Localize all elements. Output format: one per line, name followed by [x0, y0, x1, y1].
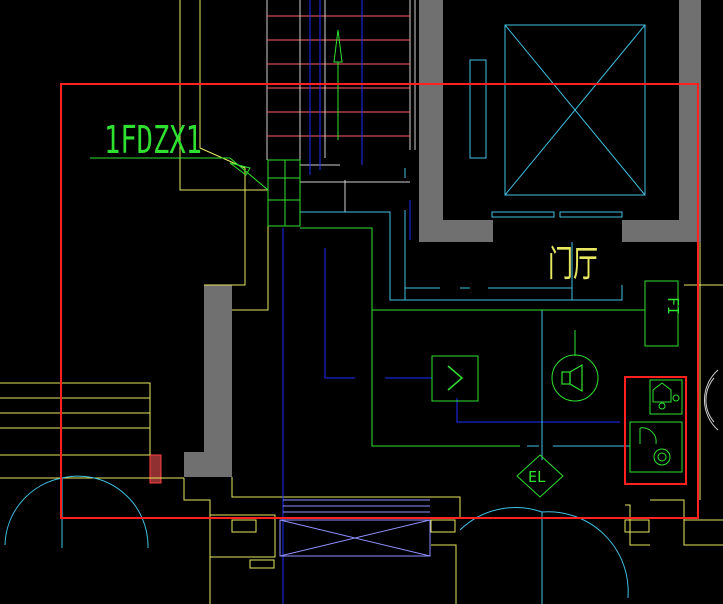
fire-device-box[interactable]: FI [644, 280, 682, 347]
corridor-wall-left [204, 285, 232, 477]
walls [149, 0, 701, 484]
cyan-wiring [300, 168, 630, 460]
push-button-icon [653, 448, 671, 466]
alarm-bell-icon [652, 382, 672, 403]
red-column [149, 454, 162, 484]
corridor-wall-foot [184, 452, 232, 477]
selection-region-main[interactable] [60, 83, 699, 519]
green-wiring [90, 157, 645, 447]
alarm-device-group[interactable] [629, 379, 683, 473]
switch-icon [447, 365, 464, 391]
speaker-icon [561, 371, 571, 385]
lower-elevator-door [279, 499, 431, 557]
elevator-shaft-wall-left [419, 0, 443, 242]
selection-region-devices[interactable] [624, 376, 687, 485]
door-swings [4, 369, 719, 604]
panel-tag-label: 1FDZX1 [104, 118, 202, 162]
hall-label: 门厅 [548, 244, 598, 285]
elevator-symbol-label: EL [528, 468, 546, 486]
elevator-shaft-wall-bottom-right [622, 220, 701, 242]
elevator-symbol[interactable]: EL [516, 454, 564, 498]
elevator-shaft-wall-right [679, 0, 701, 242]
blue-wiring [282, 0, 620, 604]
handset-icon [639, 427, 657, 445]
distribution-panel [267, 159, 301, 227]
elevator-car [469, 24, 646, 218]
switch-symbol[interactable] [431, 355, 479, 402]
speaker-symbol[interactable] [551, 354, 599, 402]
fire-device-label: FI [664, 297, 682, 315]
staircase [266, 0, 416, 213]
stair-direction-arrow [333, 29, 343, 63]
elevator-shaft-wall-bottom-left [419, 220, 493, 242]
